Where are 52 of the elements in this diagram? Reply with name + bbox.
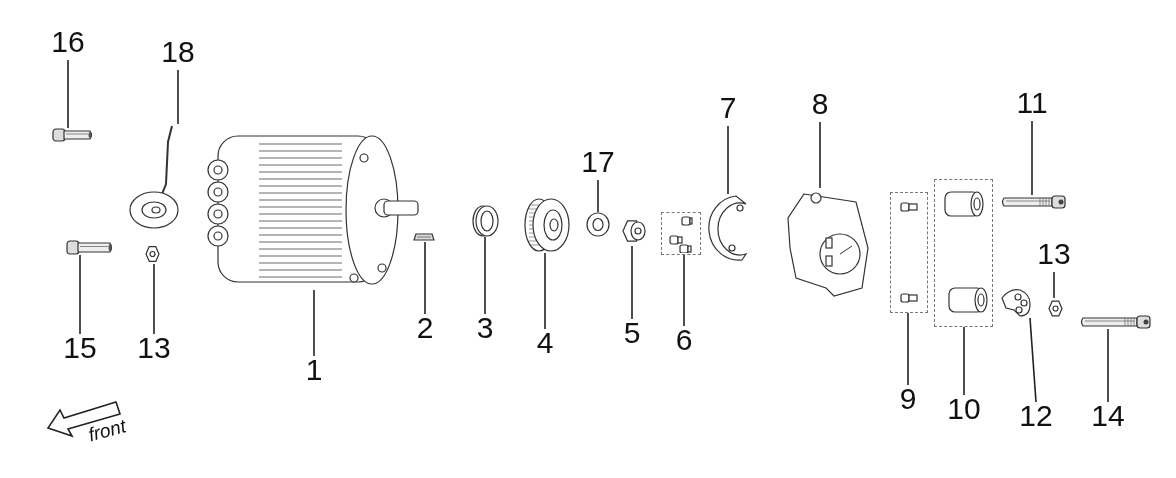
leader-line bbox=[819, 121, 821, 189]
leader-line bbox=[683, 254, 685, 327]
callout-number: 8 bbox=[796, 88, 844, 120]
callout-number: 6 bbox=[660, 324, 708, 356]
bolt-drawing bbox=[1000, 195, 1066, 209]
callout-number: 9 bbox=[884, 383, 932, 415]
leader-line bbox=[484, 236, 486, 315]
leader-line bbox=[1053, 271, 1055, 299]
washer-drawing bbox=[586, 212, 610, 237]
direction-label: front bbox=[86, 415, 129, 447]
screw-drawing bbox=[66, 240, 114, 255]
pulley-drawing bbox=[521, 197, 571, 253]
leader-line bbox=[963, 326, 965, 396]
bearing-drawing bbox=[471, 205, 499, 237]
leader-line bbox=[1031, 120, 1033, 196]
leader-line bbox=[907, 312, 909, 386]
nut-drawing bbox=[145, 244, 160, 264]
leader-line bbox=[1107, 328, 1109, 403]
nut-drawing bbox=[1048, 298, 1063, 319]
callout-number: 10 bbox=[940, 393, 988, 425]
screw-drawing bbox=[52, 128, 94, 142]
leader-line bbox=[177, 69, 179, 125]
shaft-key-drawing bbox=[413, 232, 435, 242]
callout-number: 16 bbox=[44, 26, 92, 58]
leader-line bbox=[424, 241, 426, 315]
callout-number: 4 bbox=[521, 327, 569, 359]
callout-number: 13 bbox=[130, 332, 178, 364]
callout-number: 12 bbox=[1012, 400, 1060, 432]
callout-number: 17 bbox=[574, 146, 622, 178]
callout-number: 13 bbox=[1030, 238, 1078, 270]
leader-line bbox=[597, 179, 599, 213]
leader-line bbox=[727, 125, 729, 195]
bolt-drawing bbox=[1079, 315, 1151, 329]
callout-number: 2 bbox=[401, 312, 449, 344]
callout-number: 18 bbox=[154, 36, 202, 68]
sensor-drawing bbox=[128, 124, 180, 232]
leader-line bbox=[153, 263, 155, 335]
callout-number: 5 bbox=[608, 317, 656, 349]
leader-line bbox=[1029, 317, 1037, 403]
callout-number: 15 bbox=[56, 332, 104, 364]
callout-number: 1 bbox=[290, 354, 338, 386]
mounting-plate-drawing bbox=[1000, 288, 1032, 318]
retaining-plate-drawing bbox=[706, 194, 748, 264]
leader-line bbox=[544, 252, 546, 330]
leader-line bbox=[67, 59, 69, 129]
callout-number: 11 bbox=[1008, 87, 1056, 119]
callout-number: 7 bbox=[704, 92, 752, 124]
leader-line bbox=[313, 289, 315, 357]
leader-line bbox=[79, 254, 81, 335]
callout-number: 14 bbox=[1084, 400, 1132, 432]
leader-line bbox=[631, 245, 633, 320]
callout-number: 3 bbox=[461, 312, 509, 344]
